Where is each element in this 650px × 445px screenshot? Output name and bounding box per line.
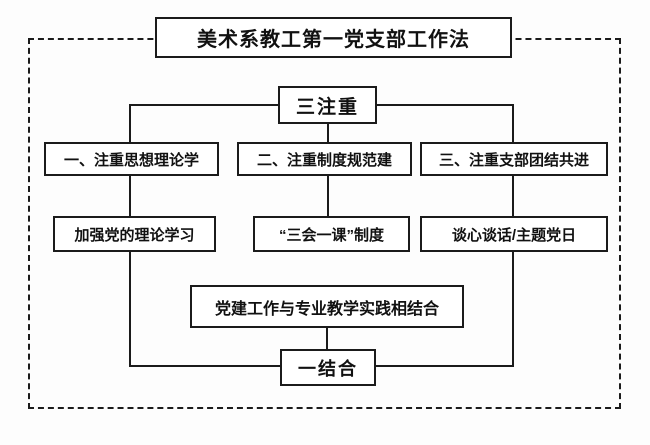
connector-integration-drop	[326, 328, 328, 350]
node-three-focuses: 三注重	[278, 86, 377, 124]
node-measure-2: “三会一课”制度	[253, 216, 410, 252]
connector-left-drop-1	[129, 104, 131, 144]
node-measure-1-label: 加强党的理论学习	[74, 226, 195, 244]
node-focus-1-heading: 一、注重思想理论学	[44, 142, 219, 176]
node-focus-2-heading: 二、注重制度规范建	[237, 142, 412, 176]
connector-top-right-arm	[377, 104, 513, 106]
node-measure-3-label: 谈心谈话/主题党日	[451, 226, 577, 244]
node-three-focuses-label: 三注重	[295, 96, 359, 118]
diagram-title-box: 美术系教工第一党支部工作法	[155, 17, 512, 58]
connector-right-drop-2	[512, 176, 514, 218]
node-integration: 党建工作与专业教学实践相结合	[190, 285, 464, 328]
connector-right-long-drop	[512, 252, 514, 367]
node-one-combination: 一结合	[280, 349, 376, 386]
node-measure-1: 加强党的理论学习	[53, 216, 216, 252]
connector-middle-drop-1	[327, 124, 329, 144]
node-focus-3-label: 三、注重支部团结共进	[438, 151, 589, 169]
connector-bottom-left-bus	[129, 365, 281, 367]
connector-bottom-right-bus	[375, 365, 514, 367]
node-focus-3-heading: 三、注重支部团结共进	[420, 142, 608, 176]
node-one-combination-label: 一结合	[298, 358, 358, 379]
connector-top-left-arm	[129, 104, 278, 106]
connector-right-drop-1	[512, 104, 514, 144]
node-focus-2-label: 二、注重制度规范建	[256, 151, 392, 169]
connector-left-drop-2	[129, 176, 131, 218]
connector-left-long-drop	[129, 252, 131, 367]
node-measure-3: 谈心谈话/主题党日	[420, 216, 608, 252]
connector-middle-drop-2	[327, 176, 329, 218]
node-focus-1-label: 一、注重思想理论学	[63, 151, 199, 169]
node-measure-2-label: “三会一课”制度	[278, 226, 384, 244]
node-integration-label: 党建工作与专业教学实践相结合	[214, 300, 439, 318]
diagram-title-text: 美术系教工第一党支部工作法	[197, 29, 470, 51]
